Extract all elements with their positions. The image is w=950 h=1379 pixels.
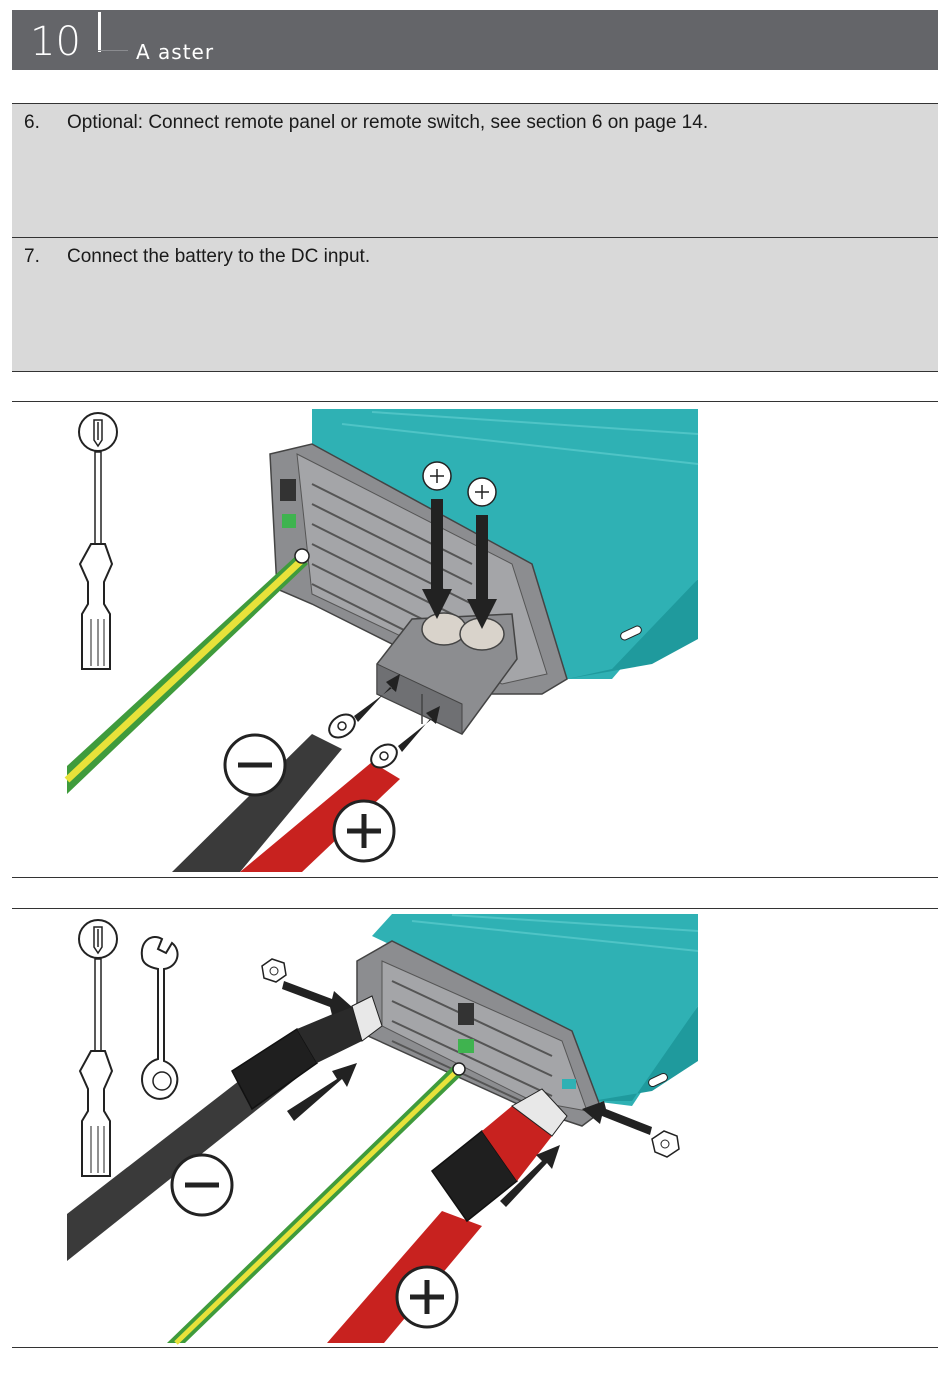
illustration-cable-lugs — [12, 911, 938, 1345]
plus-icon — [334, 801, 394, 861]
step-text: Optional: Connect remote panel or remote… — [67, 112, 708, 134]
nut-positive — [582, 1101, 679, 1157]
minus-icon — [172, 1155, 232, 1215]
figure-bottom-rule — [12, 1347, 938, 1348]
plus-icon — [397, 1267, 457, 1327]
screwdriver-icon — [79, 413, 117, 669]
negative-cable — [67, 996, 382, 1261]
screwdriver-icon — [79, 920, 117, 1176]
figure-connect-dc-connector — [12, 404, 938, 876]
page-number: 10 — [30, 18, 81, 66]
nut-negative — [262, 959, 352, 1015]
step-number: 6. — [24, 112, 40, 134]
figure-top-rule — [12, 908, 938, 909]
step-number: 7. — [24, 246, 40, 268]
wrench-icon — [142, 937, 178, 1099]
header-divider — [98, 12, 101, 52]
step-text: Connect the battery to the DC input. — [67, 246, 370, 268]
header-divider-line — [98, 50, 128, 51]
minus-icon — [225, 735, 285, 795]
illustration-dc-connector — [12, 404, 938, 876]
figure-connect-cable-lugs — [12, 911, 938, 1345]
step-7: 7. Connect the battery to the DC input. — [12, 237, 938, 372]
page-header: 10 A aster — [12, 10, 938, 70]
section-title: A aster — [136, 40, 214, 64]
figure-top-rule — [12, 401, 938, 402]
step-6: 6. Optional: Connect remote panel or rem… — [12, 103, 938, 237]
figure-bottom-rule — [12, 877, 938, 878]
